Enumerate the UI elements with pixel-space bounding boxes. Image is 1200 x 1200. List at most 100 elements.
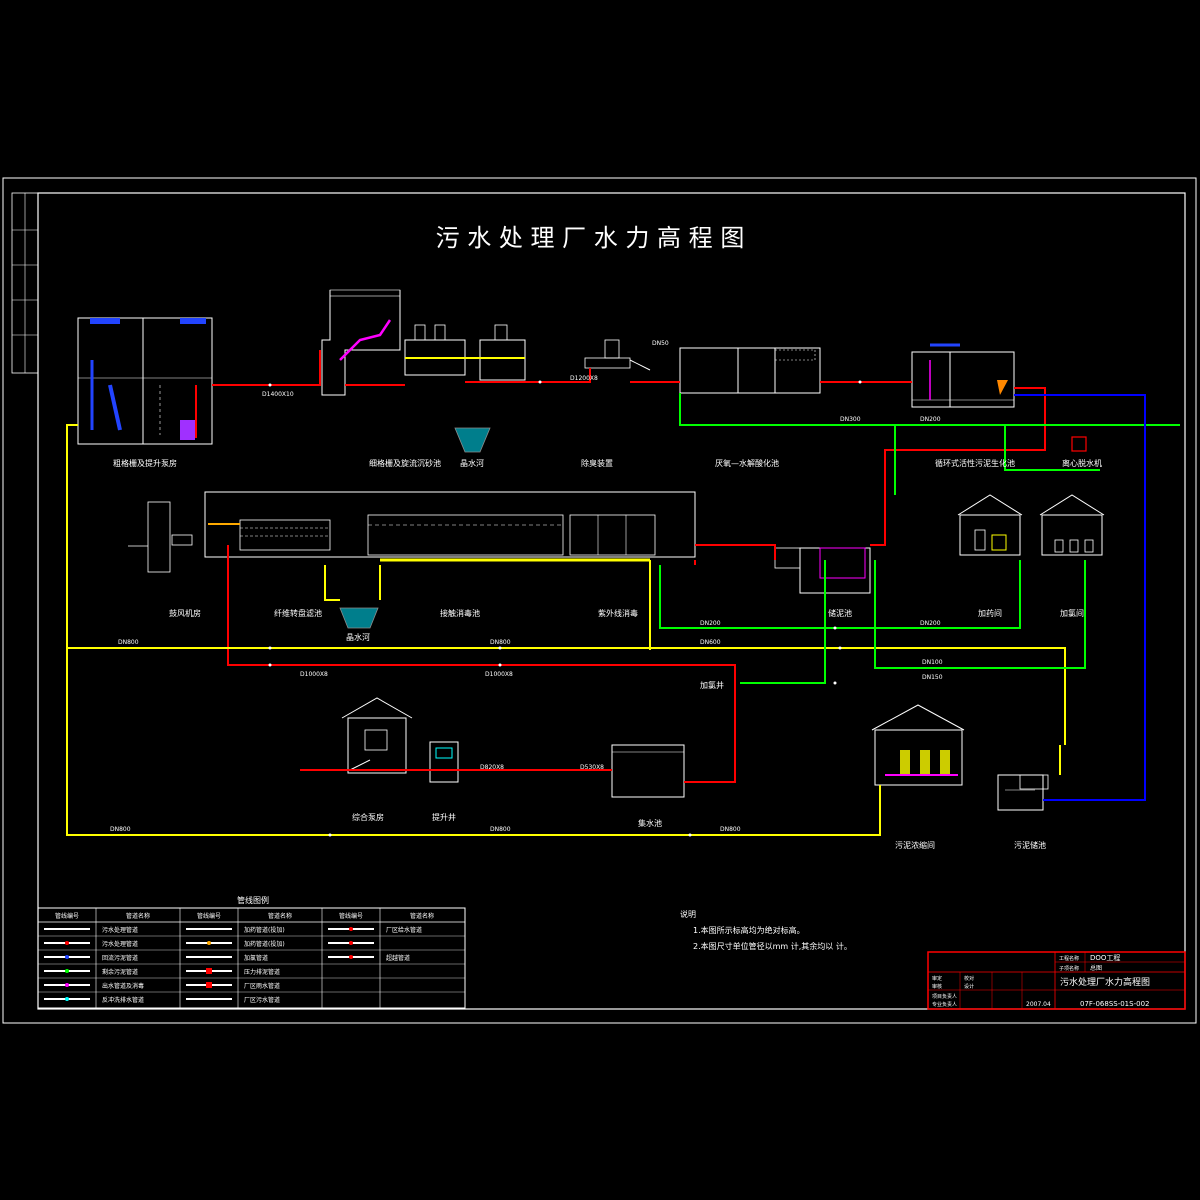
note-line: 2.本图尺寸单位管径以mm 计,其余均以 计。 [693,941,852,951]
unit-label: 鼓风机房 [169,608,201,618]
structure-anaerobic-tank [679,347,821,394]
pipe-label: D1200X8 [570,375,598,382]
unit-label: 纤维转盘滤池 [274,608,322,618]
legend-title: 管线图例 [237,895,269,905]
pipe-label: DN150 [922,674,943,681]
legend-header: 管线编号 [197,912,221,920]
unit-label: 离心脱水机 [1062,458,1102,468]
structure-collection-tank [611,744,685,798]
structure-dosing-house [957,494,1023,556]
pipe-label: D530X8 [580,764,604,771]
structure-filter-and-contact [204,491,696,629]
tb-row: 校对 [964,975,974,982]
effluent-pipes [659,393,1180,684]
pipe-markers [268,380,862,837]
legend-item: 厂区雨水管道 [244,982,280,990]
unit-label: 加氯井 [700,680,724,690]
tb-row: 专业负责人 [932,1001,957,1008]
tb-sub-label: 子项名称 [1059,965,1079,972]
structure-lift-well [429,741,459,783]
legend-item: 出水管道及消毒 [102,982,144,990]
unit-label: 厌氧—水解酸化池 [715,458,779,468]
pipe-label: DN800 [118,639,139,646]
pipe-label: DN100 [922,659,943,666]
pipe-label: DN800 [110,826,131,833]
legend-item: 污水处理管道 [102,926,138,934]
unit-labels-mid: 鼓风机房 纤维转盘滤池 接触消毒池 紫外线消毒 晶水河 储泥池 加药间 加氯间 [169,608,1084,642]
unit-label: 晶水河 [460,458,484,468]
tb-row: 审核 [932,983,942,990]
legend-header: 管道名称 [126,912,150,920]
unit-label: 综合泵房 [352,812,384,822]
tb-row: 项目负责人 [932,993,957,1000]
unit-label: 提升井 [432,812,456,822]
unit-label: 细格栅及旋流沉砂池 [369,458,441,468]
pipe-label: D820X8 [480,764,504,771]
pipe-label: D1000X8 [485,671,513,678]
title-block: 工程名称 DOO工程 子项名称 总图 污水处理厂水力高程图 07F-068SS-… [927,951,1186,1010]
blue-pipes [1014,394,1146,801]
legend-item: 加氯管道 [244,954,268,962]
pipe-label: DN300 [840,416,861,423]
tb-row: 设计 [964,983,974,990]
pipe-label: DN200 [700,620,721,627]
pipe-label: DN50 [652,340,669,347]
tb-date: 2007.04 [1026,1001,1051,1008]
legend-item: 厂区给水管道 [386,926,422,934]
tb-project-name: DOO工程 [1090,953,1120,962]
unit-label: 污泥储池 [1014,840,1046,850]
legend-header: 管道名称 [410,912,434,920]
tb-row: 审定 [932,975,942,982]
structure-deodorization [584,339,651,371]
unit-label: 紫外线消毒 [598,608,638,618]
legend-header: 管线编号 [55,912,79,920]
drawing-title: 污 水 处 理 厂 水 力 高 程 图 [436,224,745,252]
pipe-label: D1000X8 [300,671,328,678]
tb-project-label: 工程名称 [1059,955,1079,962]
structure-sludge-storage [774,547,871,594]
pipe-label: DN800 [490,826,511,833]
unit-label: 粗格栅及提升泵房 [113,458,177,468]
unit-label: 污泥浓缩间 [895,840,935,850]
unit-label: 加药间 [978,608,1002,618]
structure-chlorine-house [1039,494,1105,556]
sludge-pipes [66,424,1066,836]
legend-header: 管线编号 [339,912,363,920]
pipe-label: DN200 [920,416,941,423]
legend-item: 回流污泥管道 [102,954,138,962]
structure-cass-tank [911,343,1087,452]
tb-drawing-no: 07F-068SS-01S-002 [1080,1000,1149,1008]
pipe-label: DN200 [920,620,941,627]
structure-sludge-tank [997,774,1049,811]
pipe-label: DN800 [490,639,511,646]
unit-label: 集水池 [638,818,662,828]
sewage-pipes [212,350,1046,783]
pipe-label: DN800 [720,826,741,833]
legend-item: 反冲洗排水管道 [102,996,144,1004]
structure-fine-screen-grit [321,289,526,453]
structure-blower-room [128,501,193,573]
structure-coarse-screen-pump [77,317,213,445]
inner-frame [37,192,1186,1010]
pipe-label: DN600 [700,639,721,646]
legend-item: 剩余污泥管道 [102,968,138,976]
legend-item: 污水处理管道 [102,940,138,948]
notes: 说明 1.本图所示标高均为绝对标高。 2.本图尺寸单位管径以mm 计,其余均以 … [680,909,852,951]
legend-item: 厂区污水管道 [244,996,280,1004]
legend-item: 加药管道(投加) [244,926,285,934]
legend-item: 加药管道(投加) [244,940,285,948]
tb-drawing-title: 污水处理厂水力高程图 [1060,976,1150,988]
pipe-labels: DN800 DN800 DN800 DN800 DN800 DN600 DN30… [110,340,943,833]
unit-label: 储泥池 [828,608,852,618]
outer-frame [2,177,1197,1024]
unit-label: 加氯间 [1060,608,1084,618]
unit-label: 循环式活性污泥生化池 [935,458,1015,468]
structure-pump-house [341,697,413,774]
unit-label: 接触消毒池 [440,608,480,618]
unit-labels-top: 粗格栅及提升泵房 细格栅及旋流沉砂池 晶水河 除臭装置 厌氧—水解酸化池 循环式… [113,458,1102,468]
legend-header: 管道名称 [268,912,292,920]
tb-sub-value: 总图 [1090,964,1102,972]
unit-label: 晶水河 [346,632,370,642]
structure-thickening-house [871,704,965,786]
